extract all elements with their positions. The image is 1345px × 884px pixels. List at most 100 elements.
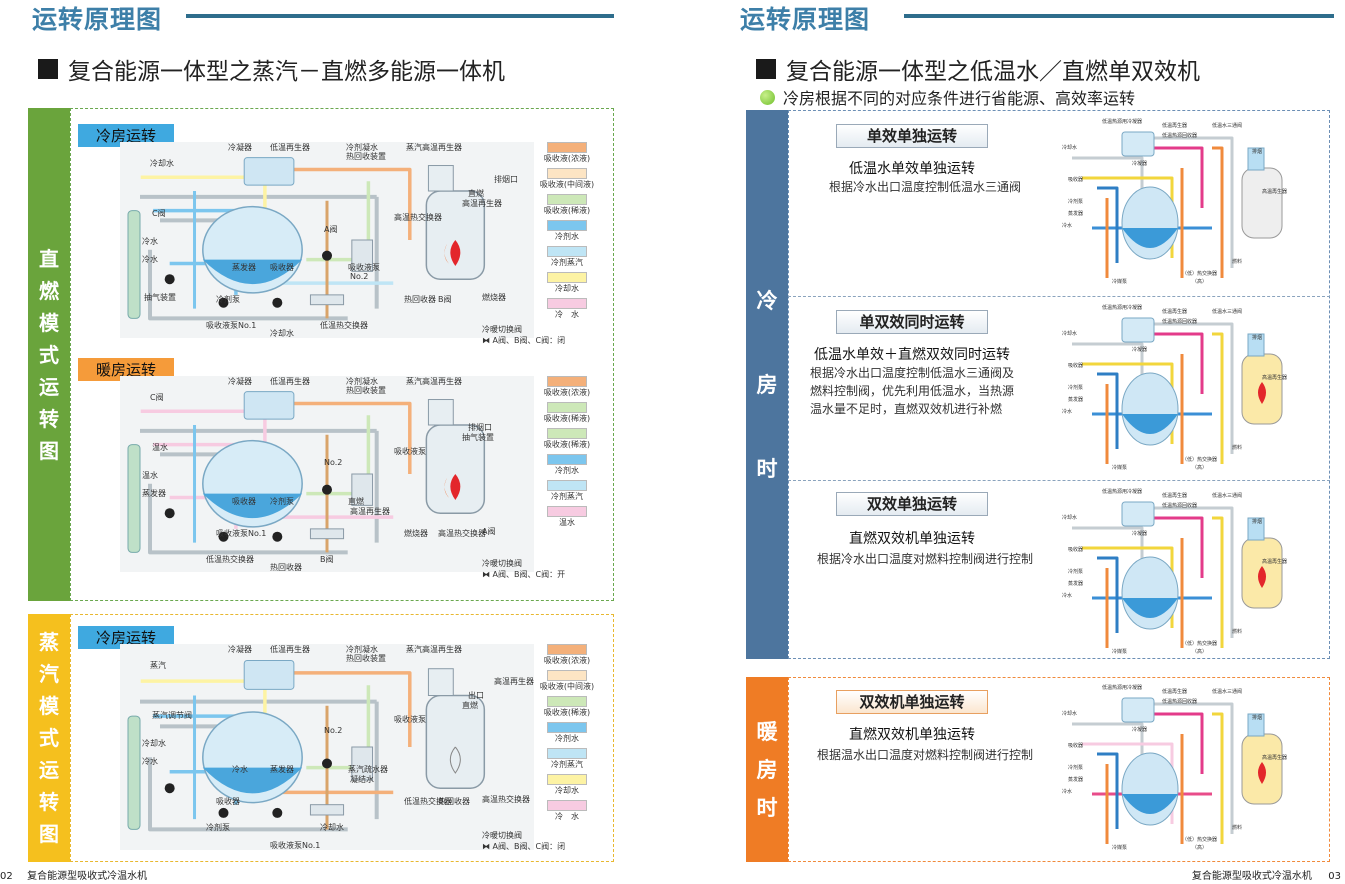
legend-label: 冷 水 bbox=[555, 812, 579, 821]
legend-item: 冷却水 bbox=[536, 272, 598, 295]
legend-swatch bbox=[547, 220, 587, 231]
sidebar-steam-char: 模 bbox=[39, 694, 59, 718]
legend-label: 冷剂蒸汽 bbox=[551, 760, 583, 769]
left-footer: 02 复合能源型吸收式冷温水机 bbox=[0, 867, 147, 882]
diagram-label: 热回收装置 bbox=[346, 654, 386, 663]
chiller-schematic bbox=[127, 659, 486, 832]
diagram-label: C阀 bbox=[152, 209, 166, 218]
mini-diagram-label: 低温再生器 bbox=[1162, 309, 1188, 315]
sidebar-heat-char: 房 bbox=[756, 757, 778, 782]
mode-description-line: 燃料控制阀，优先利用低温水，当热源 bbox=[810, 384, 1015, 398]
mini-schematic bbox=[1072, 131, 1283, 278]
diagram-label: 冷凝器 bbox=[228, 645, 252, 654]
diagram-label: 热回收装置 bbox=[346, 152, 386, 161]
legend-item: 冷剂蒸汽 bbox=[536, 246, 598, 269]
legend-label: 吸收液(中间液) bbox=[539, 682, 595, 691]
diagram-label: 冷剂凝水 bbox=[346, 645, 378, 654]
heating-frame bbox=[788, 677, 1330, 862]
operation-diagram: 冷凝器低温再生器冷剂凝水热回收装置蒸汽高温再生器蒸汽蒸汽调节阀冷却水冷水冷水蒸发… bbox=[120, 644, 534, 850]
legend-label: 吸收液(浓液) bbox=[543, 388, 591, 397]
mini-diagram-label: 吸收器 bbox=[1068, 743, 1084, 749]
diagram-label: 燃烧器 bbox=[404, 529, 428, 538]
mini-diagram-label: 低温热源用冷凝器 bbox=[1102, 685, 1143, 691]
legend-item: 冷剂水 bbox=[536, 722, 598, 745]
sidebar-steam-char: 式 bbox=[39, 726, 59, 750]
mini-diagram-label: 低温再生器 bbox=[1162, 123, 1188, 129]
sidebar-direct-mode: 直燃模式运转图 bbox=[28, 108, 70, 601]
legend-swatch bbox=[547, 428, 587, 439]
diagram-label: B阀 bbox=[320, 555, 334, 564]
mini-diagram-label: （低）热交换器 bbox=[1182, 271, 1218, 277]
valve-note-state: ⧓ A阀、B阀、C阀：开 bbox=[482, 570, 566, 579]
diagram-label: 蒸汽 bbox=[150, 661, 166, 670]
legend-label: 冷 水 bbox=[555, 310, 579, 319]
diagram-label: 吸收液泵 bbox=[348, 263, 380, 272]
legend-item: 温水 bbox=[536, 506, 598, 529]
diagram-label: 直燃 bbox=[348, 497, 364, 506]
diagram-label: 排烟口 bbox=[468, 423, 492, 432]
legend-item: 吸收液(稀液) bbox=[536, 696, 598, 719]
mini-diagram-label: 冷凝器 bbox=[1132, 347, 1148, 353]
mode-name-box: 单效单独运转 bbox=[836, 124, 988, 148]
diagram-label: 吸收液泵 bbox=[394, 715, 426, 724]
right-footer-page: 03 bbox=[1328, 871, 1341, 882]
left-footer-text: 复合能源型吸收式冷温水机 bbox=[27, 871, 148, 882]
mini-diagram-label: 低温热源回收器 bbox=[1162, 699, 1198, 705]
mini-diagram-label: （高） bbox=[1192, 649, 1208, 655]
diagram-label: 排烟口 bbox=[494, 175, 518, 184]
legend-swatch bbox=[547, 670, 587, 681]
diagram-label: 低温再生器 bbox=[270, 645, 310, 654]
mode-description: 根据冷水出口温度控制低温水三通阀 bbox=[810, 178, 1040, 196]
legend-label: 吸收液(浓液) bbox=[543, 656, 591, 665]
green-dot-icon bbox=[760, 89, 775, 105]
mode-diagram: 低温热源用冷凝器低温再生器低温水三通阀冷却水冷凝器低温热源回收器排烟高温再生器吸… bbox=[1062, 304, 1322, 474]
mini-diagram-label: （低）热交换器 bbox=[1182, 641, 1218, 647]
valve-note-title: 冷暖切换阀 bbox=[482, 831, 522, 840]
mini-diagram-label: 吸收器 bbox=[1068, 177, 1084, 183]
diagram-label: 抽气装置 bbox=[144, 293, 176, 302]
legend-swatch bbox=[547, 722, 587, 733]
diagram-label: 温水 bbox=[152, 443, 168, 452]
sidebar-direct-char: 直 bbox=[39, 246, 59, 271]
valve-note-title: 冷暖切换阀 bbox=[482, 559, 522, 568]
diagram-label: 冷水 bbox=[142, 255, 158, 264]
diagram-label: 低温再生器 bbox=[270, 143, 310, 152]
diagram-label: 高温热交换器 bbox=[394, 213, 442, 222]
legend-label: 温水 bbox=[559, 518, 575, 527]
valve-note-state: ⧓ A阀、B阀、C阀：闭 bbox=[482, 336, 566, 345]
diagram-label: 吸收器 bbox=[216, 797, 240, 806]
legend-label: 吸收液(稀液) bbox=[543, 206, 591, 215]
diagram-label: 直燃 bbox=[462, 701, 478, 710]
mini-diagram-label: 低温热源回收器 bbox=[1162, 319, 1198, 325]
legend-swatch bbox=[547, 644, 587, 655]
diagram-label: 直燃 bbox=[468, 189, 484, 198]
legend-swatch bbox=[547, 272, 587, 283]
sidebar-cooling: 冷房时 bbox=[746, 110, 788, 659]
diagram-label: 吸收液泵No.1 bbox=[206, 321, 257, 330]
legend-swatch bbox=[547, 454, 587, 465]
right-section-title-text: 复合能源一体型之低温水／直燃单双效机 bbox=[786, 59, 1200, 85]
right-footer: 复合能源型吸收式冷温水机 03 bbox=[1192, 867, 1341, 882]
legend-label: 冷剂蒸汽 bbox=[551, 258, 583, 267]
diagram-label: 高温再生器 bbox=[462, 199, 502, 208]
mini-diagram-label: 低温水三通阀 bbox=[1212, 493, 1243, 499]
sidebar-cool-char: 冷 bbox=[756, 288, 778, 313]
diagram-label: 冷却水 bbox=[320, 823, 344, 832]
diagram-label: 吸收液泵No.1 bbox=[270, 841, 321, 850]
diagram-label: 燃烧器 bbox=[482, 293, 506, 302]
mini-diagram-label: 冷凝器 bbox=[1132, 161, 1148, 167]
mode-description-line: 温水量不足时，直燃双效机进行补燃 bbox=[810, 402, 1003, 416]
diagram-label: 冷剂泵 bbox=[206, 823, 230, 832]
mini-diagram-label: 冷却水 bbox=[1062, 331, 1078, 337]
mini-diagram-label: （高） bbox=[1192, 279, 1208, 285]
mode-diagram: 低温热源用冷凝器低温再生器低温水三通阀冷却水冷凝器低温热源回收器排烟高温再生器吸… bbox=[1062, 684, 1322, 854]
panel-mode-tag: 冷房运转 bbox=[78, 626, 175, 649]
mini-schematic bbox=[1072, 501, 1283, 648]
mode-description: 根据冷水出口温度控制低温水三通阀及燃料控制阀，优先利用低温水，当热源温水量不足时… bbox=[810, 364, 1040, 418]
mini-diagram-label: 高温再生器 bbox=[1262, 189, 1288, 195]
diagram-label: 冷却水 bbox=[150, 159, 174, 168]
mini-diagram-label: 蒸发器 bbox=[1068, 211, 1084, 217]
mini-diagram-label: 蒸发器 bbox=[1068, 581, 1084, 587]
legend-label: 冷剂蒸汽 bbox=[551, 492, 583, 501]
